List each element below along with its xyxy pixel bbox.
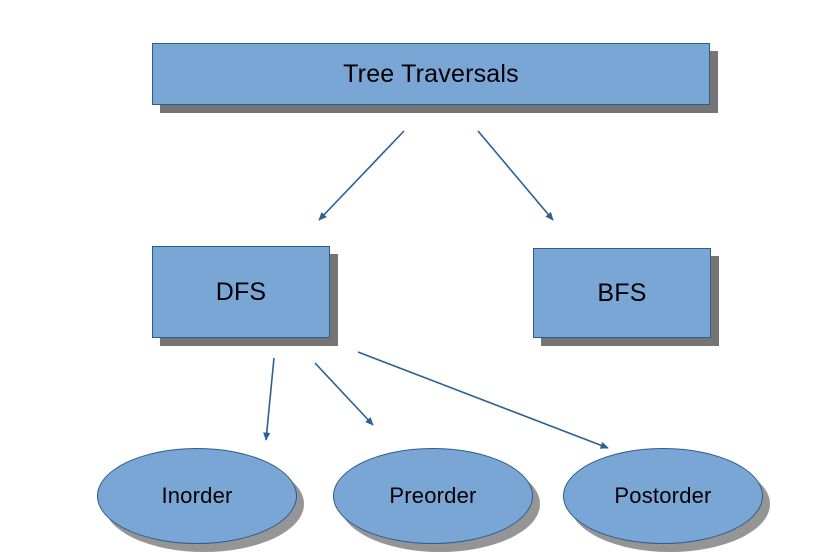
- node-label-tree-traversals: Tree Traversals: [343, 59, 519, 88]
- node-label-inorder: Inorder: [161, 483, 233, 508]
- node-inorder[interactable]: Inorder: [97, 448, 297, 544]
- node-label-postorder: Postorder: [614, 483, 712, 508]
- node-label-bfs: BFS: [597, 278, 647, 307]
- edge-dfs-to-inorder: [263, 357, 275, 441]
- edge-dfs-to-preorder: [314, 362, 374, 426]
- node-label-dfs: DFS: [215, 277, 267, 306]
- node-dfs[interactable]: DFS: [152, 246, 330, 338]
- node-tree-traversals[interactable]: Tree Traversals: [152, 43, 710, 105]
- edge-dfs-to-postorder: [357, 351, 609, 449]
- edge-tree-to-bfs: [477, 130, 554, 221]
- node-label-preorder: Preorder: [389, 483, 477, 508]
- edge-tree-to-dfs: [318, 130, 405, 221]
- node-preorder[interactable]: Preorder: [333, 448, 533, 544]
- node-bfs[interactable]: BFS: [533, 248, 711, 338]
- node-postorder[interactable]: Postorder: [563, 448, 763, 544]
